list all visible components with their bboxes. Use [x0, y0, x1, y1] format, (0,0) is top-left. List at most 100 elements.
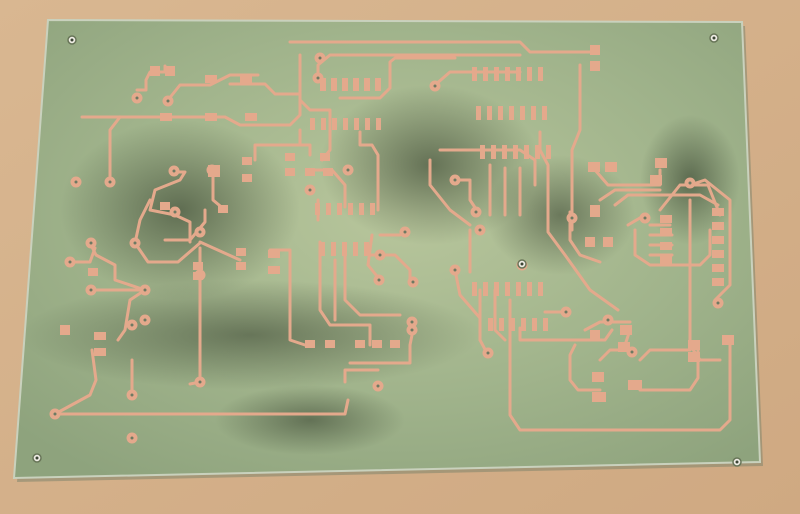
drill-hole: [453, 268, 457, 272]
smd-pad: [688, 352, 700, 362]
copper-trace: [358, 130, 380, 212]
drill-hole: [433, 84, 437, 88]
ic-pin: [342, 242, 347, 256]
drill-hole: [143, 288, 147, 292]
drill-hole: [68, 260, 72, 264]
smd-pad: [218, 205, 228, 213]
ic-pin: [483, 67, 488, 81]
copper-trace: [638, 348, 700, 392]
copper-trace: [80, 96, 302, 127]
ic-pin: [513, 145, 518, 159]
ic-pin: [375, 78, 381, 91]
ic-pin: [538, 67, 543, 81]
ic-pin: [320, 242, 325, 256]
ic-pin: [509, 106, 514, 120]
smd-pad: [268, 250, 280, 258]
drill-hole: [474, 210, 478, 214]
copper-trace: [338, 56, 457, 100]
copper-trace: [688, 178, 732, 302]
copper-trace: [598, 188, 662, 202]
hole-center: [735, 460, 739, 464]
ic-pin: [505, 282, 510, 296]
smd-pad: [245, 113, 257, 121]
smd-pad: [236, 248, 246, 256]
hole-center: [70, 38, 74, 42]
ic-pin: [532, 318, 537, 331]
ic-pin: [483, 282, 488, 296]
copper-trace: [633, 228, 712, 267]
drill-hole: [318, 56, 322, 60]
ic-pin: [342, 78, 348, 91]
smd-pad: [590, 45, 600, 55]
ic-pin: [472, 67, 477, 81]
ic-pin: [502, 145, 507, 159]
drill-hole: [377, 278, 381, 282]
copper-trace: [428, 158, 472, 227]
copper-trace: [453, 178, 480, 214]
ic-pin: [494, 67, 499, 81]
ic-pin: [315, 203, 320, 215]
ic-pin: [543, 318, 548, 331]
smd-pad: [160, 113, 172, 121]
copper-trace: [518, 326, 614, 342]
smd-pad: [325, 340, 335, 348]
copper-trace: [366, 233, 382, 282]
copper-trace: [613, 193, 720, 207]
smd-pad: [60, 325, 70, 335]
smd-pad: [242, 174, 252, 182]
ic-pin: [321, 118, 326, 130]
smd-pad: [712, 250, 724, 258]
ic-pin: [494, 282, 499, 296]
drill-hole: [410, 328, 414, 332]
copper-trace: [570, 63, 582, 232]
drill-hole: [688, 181, 692, 185]
ic-pin: [331, 242, 336, 256]
ic-pin: [538, 282, 543, 296]
smd-pad: [655, 158, 667, 168]
copper-trace: [638, 348, 692, 362]
copper-trace: [568, 210, 602, 264]
ic-pin: [320, 78, 326, 91]
ic-pin: [353, 78, 359, 91]
copper-trace: [253, 143, 312, 162]
smd-pad: [590, 61, 600, 71]
copper-trace: [198, 240, 242, 262]
drill-hole: [316, 76, 320, 80]
copper-trace: [298, 53, 332, 162]
smd-pad: [688, 340, 700, 350]
smd-pad: [592, 392, 606, 402]
ic-pin: [487, 106, 492, 120]
ic-pin: [331, 78, 337, 91]
copper-trace: [568, 343, 602, 392]
smd-pad: [193, 262, 203, 270]
smd-pad: [355, 340, 365, 348]
drill-hole: [53, 412, 57, 416]
smd-pad: [585, 237, 595, 247]
ic-pin: [343, 118, 348, 130]
drill-hole: [198, 230, 202, 234]
ic-pin: [521, 318, 526, 331]
ic-pin: [359, 203, 364, 215]
smd-pad: [660, 215, 672, 223]
smd-pad: [660, 242, 672, 250]
copper-trace: [148, 170, 187, 217]
smd-pad: [94, 348, 106, 356]
ic-pin: [365, 118, 370, 130]
smd-pad: [712, 222, 724, 230]
smd-pad: [722, 335, 734, 345]
drill-hole: [130, 436, 134, 440]
copper-trace: [90, 288, 147, 342]
copper-trace: [173, 213, 192, 244]
smd-pad: [372, 340, 382, 348]
copper-trace: [493, 288, 507, 342]
ic-pin: [488, 318, 493, 331]
hole-center: [712, 36, 716, 40]
ic-pin: [516, 282, 521, 296]
ic-pin: [531, 106, 536, 120]
drill-hole: [378, 253, 382, 257]
copper-trace: [583, 320, 632, 332]
smd-pad: [285, 168, 295, 176]
drill-hole: [166, 99, 170, 103]
smd-pad: [588, 162, 600, 172]
smd-pad: [390, 340, 400, 348]
